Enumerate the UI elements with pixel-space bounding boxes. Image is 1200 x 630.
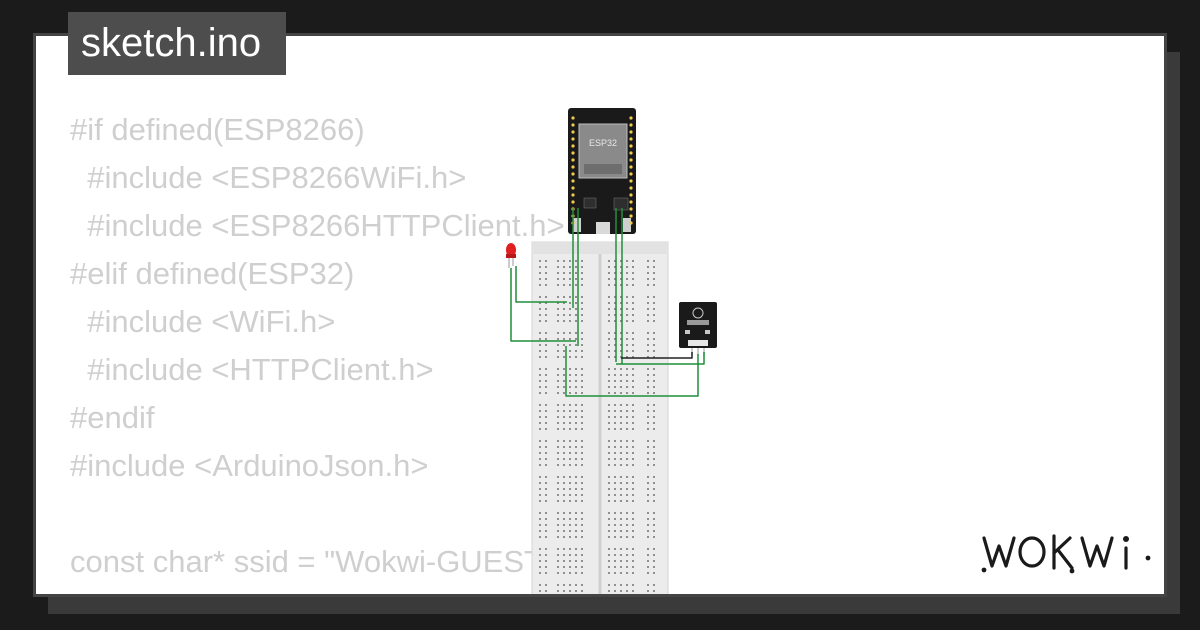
wires (510, 208, 705, 397)
wokwi-logo (981, 534, 1151, 574)
code-line: #include <WiFi.h> (70, 304, 336, 339)
esp32-pins (571, 116, 633, 225)
esp32-label: ESP32 (589, 138, 617, 148)
breadboard-holes (539, 260, 655, 592)
code-line: #include <ArduinoJson.h> (70, 448, 429, 483)
sketch-title-tab: sketch.ino (68, 12, 286, 75)
preview-card: #if defined(ESP8266) #include <ESP8266Wi… (33, 33, 1167, 597)
breadboard (531, 241, 669, 594)
red-led (506, 243, 516, 268)
code-line: #elif defined(ESP32) (70, 256, 355, 291)
code-line: const char* password = ""; (70, 586, 565, 594)
code-preview: #if defined(ESP8266) #include <ESP8266Wi… (70, 106, 565, 594)
circuit-diagram: ESP32 (506, 108, 717, 594)
code-line: #include <ESP8266WiFi.h> (70, 160, 467, 195)
code-line: const char* ssid = "Wokwi-GUEST"; (70, 544, 563, 579)
code-line: #endif (70, 400, 155, 435)
code-line: #include <HTTPClient.h> (70, 352, 434, 387)
esp32-board: ESP32 (568, 108, 636, 234)
code-line: #if defined(ESP8266) (70, 112, 365, 147)
sensor-module (679, 302, 717, 356)
code-line: #include <ESP8266HTTPClient.h> (70, 208, 565, 243)
